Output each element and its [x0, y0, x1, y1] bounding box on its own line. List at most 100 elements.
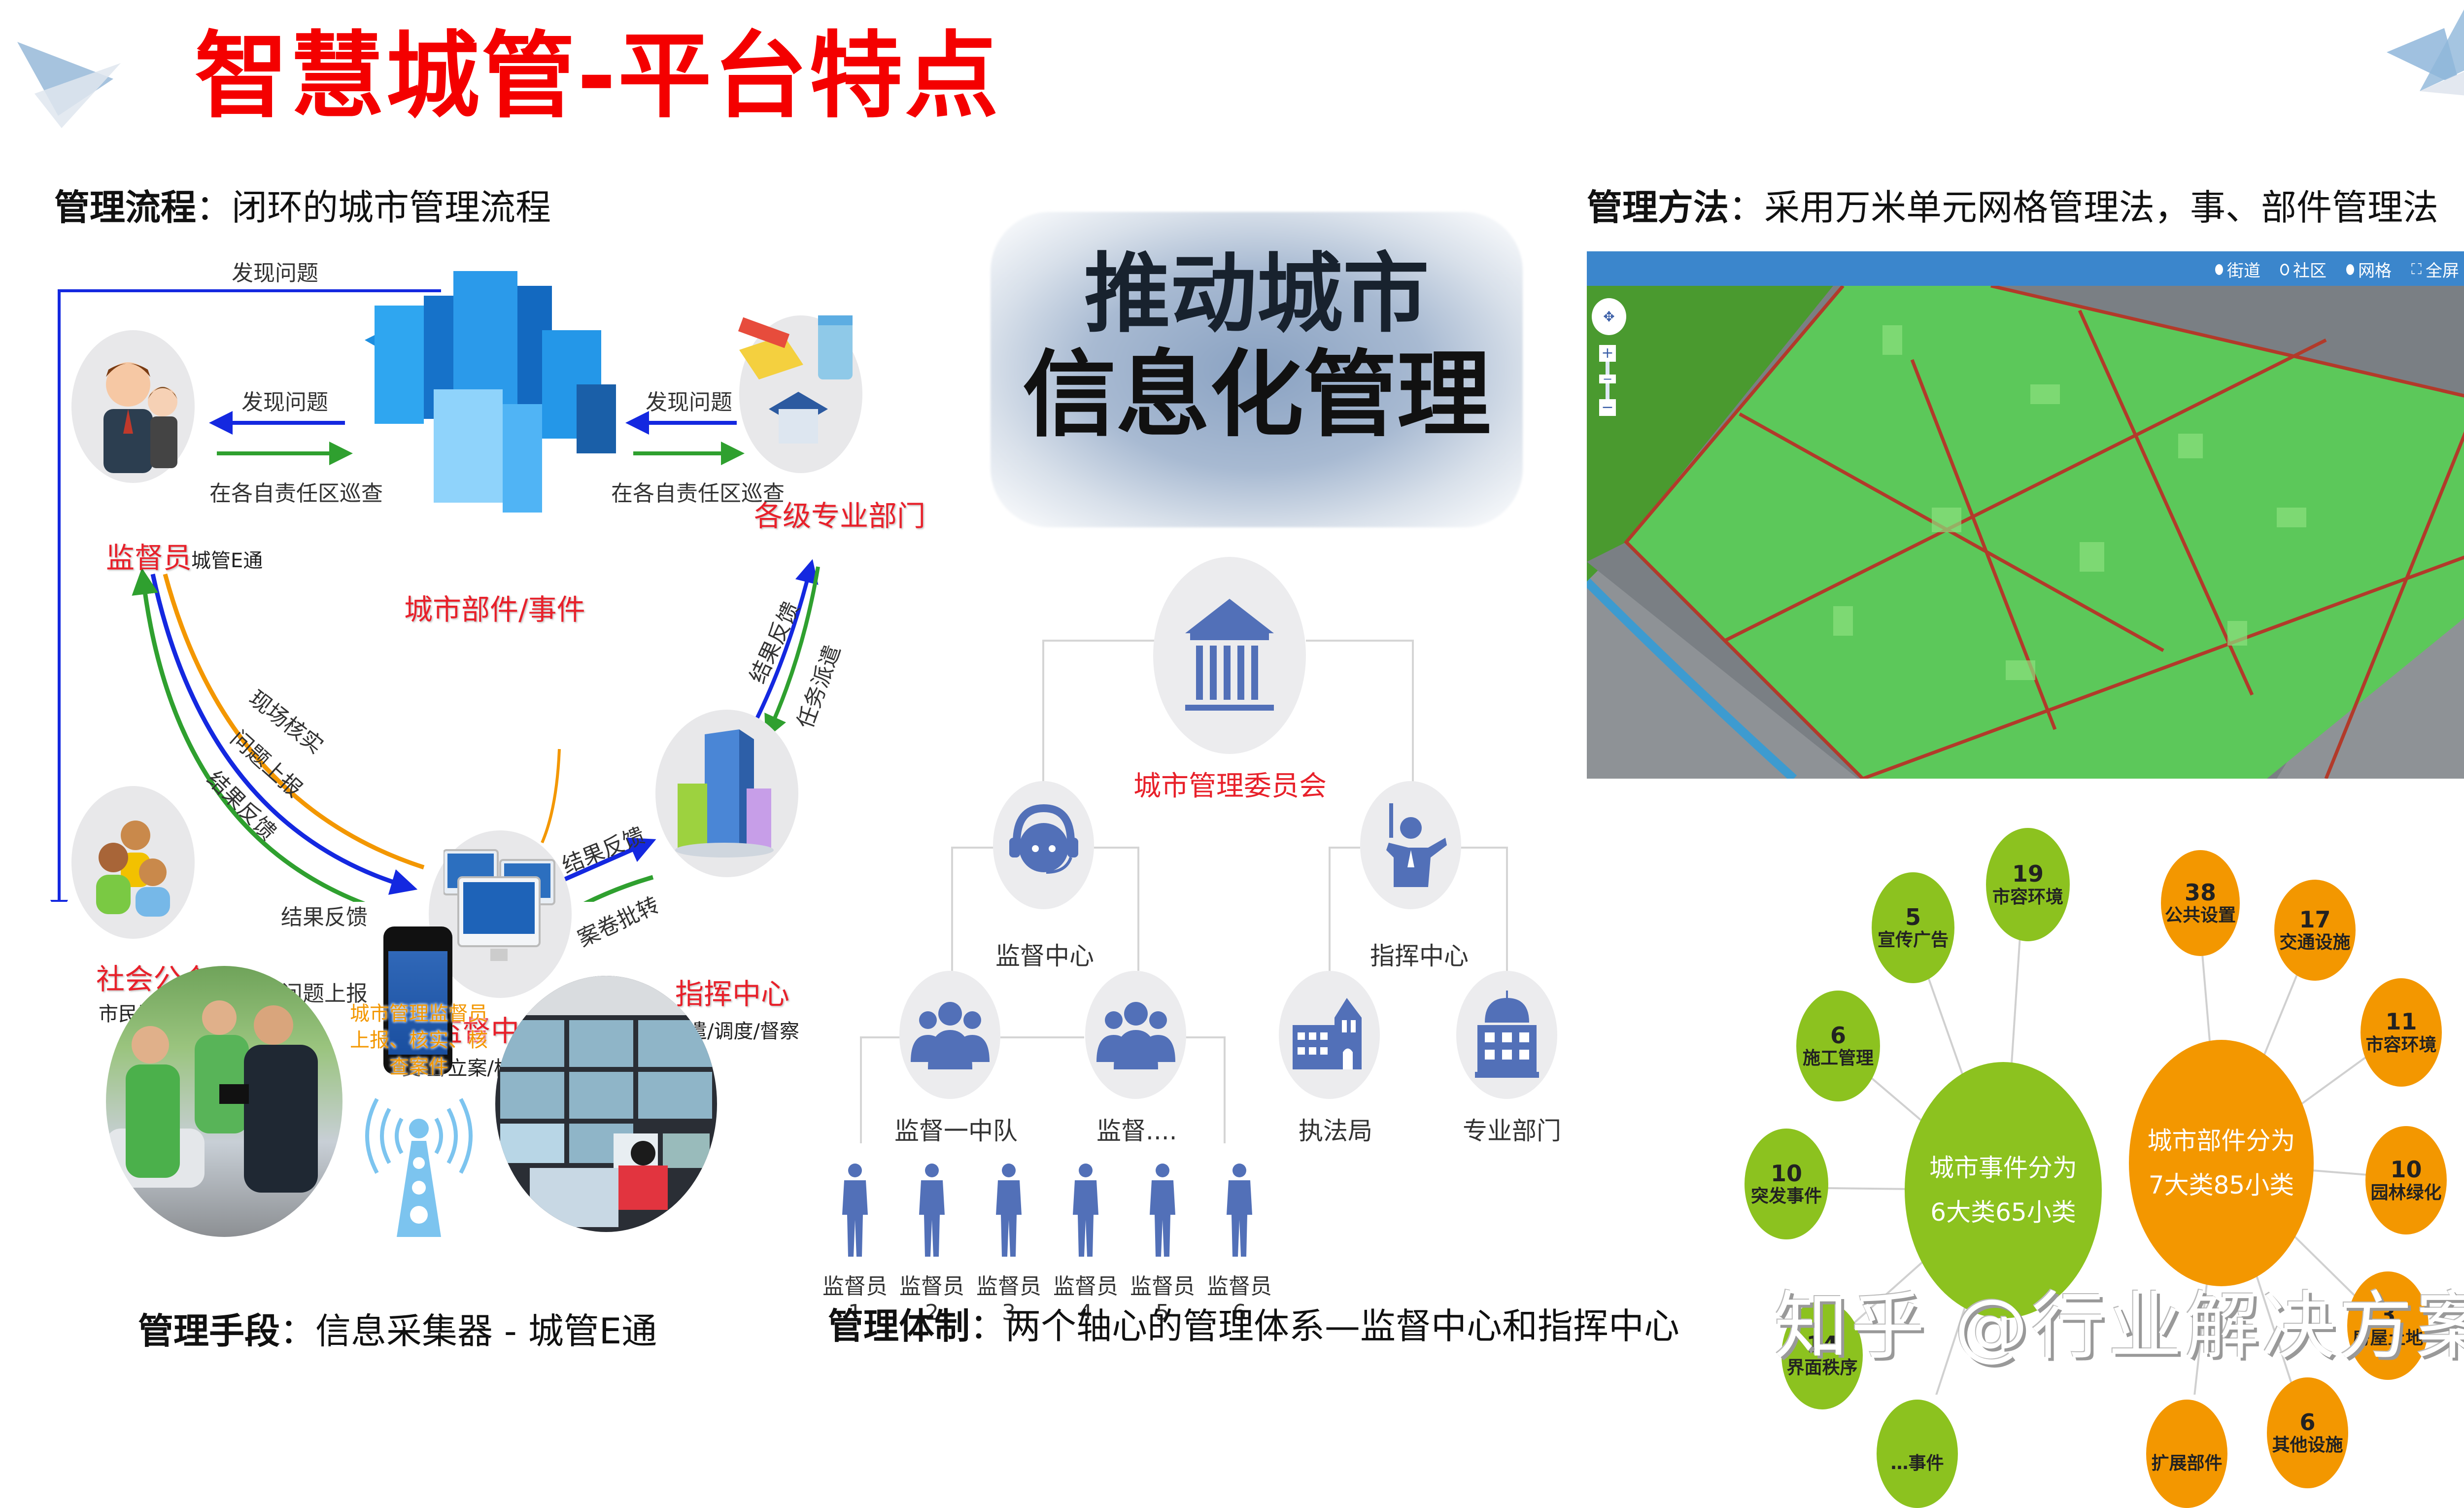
team1-label: 监督一中队 — [894, 1117, 1018, 1145]
map-pan-control[interactable]: ✥ — [1592, 298, 1626, 335]
system-caption-label: 管理体制 — [828, 1305, 970, 1347]
public-people-icon — [96, 821, 170, 917]
monitor-wall-icon — [495, 976, 717, 1227]
map-option-community[interactable]: 社区 — [2280, 257, 2327, 281]
process-caption-label: 管理流程 — [54, 187, 197, 228]
map-toolbar — [1587, 251, 2464, 286]
supervisor-label: 监督员 — [106, 541, 192, 575]
headset-operator-icon — [1009, 804, 1078, 874]
event-category-bubble: …事件 — [1877, 1400, 1958, 1508]
mobile-phone-image[interactable] — [383, 926, 452, 1074]
member-item: 监督员4 — [1051, 1161, 1120, 1325]
person-icon — [1150, 1164, 1175, 1257]
city-blocks-icon — [365, 271, 616, 513]
part-category-bubble: 扩展部件 — [2146, 1400, 2227, 1508]
top-discover-label: 发现问题 — [232, 261, 318, 286]
team-group-icon — [1096, 1002, 1175, 1069]
computer-monitors-icon — [444, 849, 555, 961]
team2-node — [1085, 971, 1186, 1099]
enforcement-label: 执法局 — [1299, 1117, 1372, 1145]
departments-buildings-icon — [738, 315, 853, 444]
corner-decoration-right-icon — [2387, 9, 2464, 96]
enforcement-node — [1279, 971, 1380, 1099]
map-option-grid[interactable]: 网格 — [2346, 257, 2392, 281]
org-chart: 城市管理委员会 监督中心 指挥中心 监督一中队 监督.... 执法局 专业部门 … — [813, 552, 1651, 1325]
phone-screen — [388, 951, 447, 1055]
person-icon — [1073, 1164, 1098, 1257]
control-room-photo — [495, 976, 717, 1232]
member-item: 监督员6 — [1205, 1161, 1274, 1325]
conductor-icon — [1386, 803, 1447, 887]
command-building-icon — [675, 729, 774, 857]
phone-caption-line-2: 上报、核实、核查案件 — [350, 1029, 488, 1078]
means-caption-label: 管理手段 — [138, 1310, 280, 1352]
phone-caption-line-1: 城市管理监督员 — [350, 1002, 488, 1025]
radio-dot-icon — [2215, 264, 2223, 275]
means-caption: 管理手段：信息采集器 - 城管E通 — [138, 1310, 657, 1352]
person-icon — [919, 1164, 945, 1257]
supervision-center-org-label: 监督中心 — [995, 942, 1094, 970]
member-item: 监督员2 — [897, 1161, 966, 1325]
departments-org-label: 专业部门 — [1463, 1117, 1561, 1145]
banner-line-1: 推动城市 — [1084, 244, 1429, 344]
departments-label: 各级专业部门 — [754, 499, 926, 533]
public-feedback-label: 结果反馈 — [281, 905, 368, 930]
center-banner — [991, 212, 1523, 527]
map-imagery-icon — [1587, 286, 2464, 779]
banner-line-2: 信息化管理 — [1022, 341, 1491, 449]
means-graphic: 城市管理监督员 上报、核实、核查案件 — [99, 926, 739, 1271]
person-icon — [1227, 1164, 1252, 1257]
committee-node — [1153, 557, 1306, 754]
member-item: 监督员1 — [821, 1161, 890, 1325]
watermark: 知乎 @行业解决方案 — [1774, 1284, 2464, 1370]
member-item: 监督员5 — [1128, 1161, 1197, 1325]
radio-dot-icon — [2280, 263, 2289, 275]
field-inspectors-photo — [106, 966, 342, 1237]
team2-label: 监督.... — [1096, 1117, 1177, 1145]
departments-org-node — [1456, 971, 1557, 1099]
events-hub-bubble: 城市事件分为 6大类65小类 — [1905, 1062, 2102, 1318]
radio-dot-icon — [2346, 264, 2354, 275]
command-center-org-label: 指挥中心 — [1370, 942, 1469, 970]
grid-map-panel[interactable]: 街道 社区 网格 ⛶全屏 ✥ + − − — [1587, 251, 2464, 779]
capitol-building-icon — [1474, 991, 1539, 1078]
map-zoom-handle[interactable]: − — [1599, 373, 1616, 385]
phone-home-button-icon — [414, 1060, 424, 1069]
map-zoom-in-button[interactable]: + — [1599, 345, 1616, 362]
page-title: 智慧城管-平台特点 — [195, 22, 1000, 131]
team-group-icon — [910, 1002, 990, 1069]
objects-label: 城市部件/事件 — [404, 593, 585, 626]
person-icon — [842, 1164, 868, 1257]
corner-decoration-left-icon — [17, 42, 121, 128]
supervisor-sublabel: 城管E通 — [191, 549, 263, 572]
map-zoom-out-button[interactable]: − — [1599, 399, 1616, 416]
parts-hub-bubble: 城市部件分为 7大类85小类 — [2129, 1040, 2314, 1286]
map-option-street[interactable]: 街道 — [2215, 257, 2260, 281]
left-patrol-label: 在各自责任区巡查 — [209, 481, 383, 506]
left-discover-label: 发现问题 — [241, 390, 328, 415]
committee-label: 城市管理委员会 — [1133, 770, 1327, 802]
method-caption: 管理方法：采用万米单元网格管理法，事、部件管理法 — [1587, 187, 2439, 228]
map-toolbar-options: 街道 社区 网格 ⛶全屏 — [2215, 257, 2459, 281]
command-center-label: 指挥中心 — [675, 977, 790, 1011]
method-caption-label: 管理方法 — [1587, 187, 1729, 228]
map-option-fullscreen[interactable]: ⛶全屏 — [2411, 261, 2459, 281]
method-caption-text: 采用万米单元网格管理法，事、部件管理法 — [1764, 187, 2439, 228]
team1-node — [899, 971, 1000, 1099]
enforcement-building-icon — [1292, 998, 1362, 1069]
fullscreen-icon: ⛶ — [2411, 261, 2422, 278]
supervision-center-org-node — [993, 781, 1094, 909]
government-building-icon — [1185, 599, 1274, 711]
system-caption-text: 两个轴心的管理体系—监督中心和指挥中心 — [1005, 1305, 1680, 1347]
